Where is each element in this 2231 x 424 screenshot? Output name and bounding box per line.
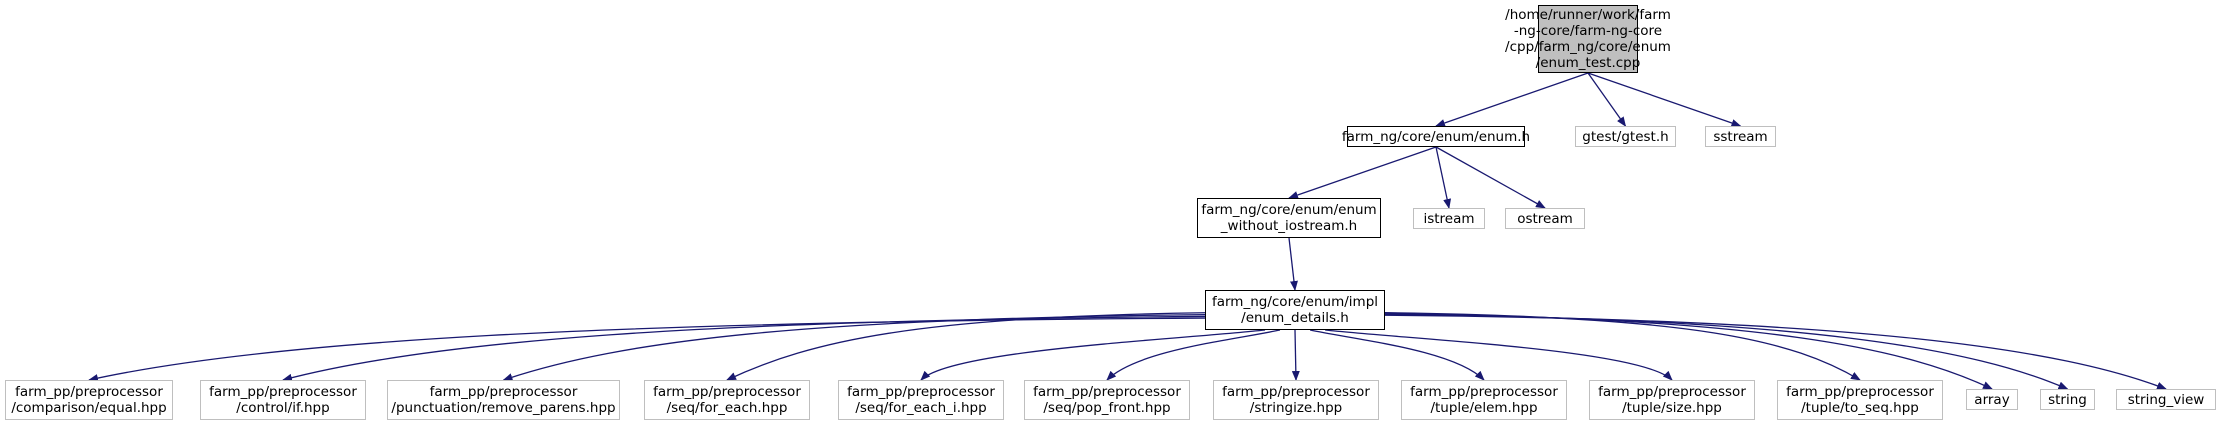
node-string: string (2040, 389, 2095, 410)
edge-details-to-elem (1309, 329, 1485, 381)
node-remove-parens: farm_pp/preprocessor /punctuation/remove… (387, 380, 620, 420)
node-label: gtest/gtest.h (1582, 128, 1669, 145)
edge-enum-h-to-enum-wo (1288, 146, 1437, 199)
node-details[interactable]: farm_ng/core/enum/impl /enum_details.h (1205, 290, 1385, 330)
node-pop-front: farm_pp/preprocessor /seq/pop_front.hpp (1024, 380, 1190, 420)
node-for-each: farm_pp/preprocessor /seq/for_each.hpp (644, 380, 810, 420)
node-label: sstream (1713, 128, 1768, 145)
edge-details-to-pop-front (1106, 329, 1281, 381)
node-size: farm_pp/preprocessor /tuple/size.hpp (1589, 380, 1755, 420)
edge-details-to-remove-parens (502, 313, 1206, 381)
node-string-view: string_view (2116, 389, 2216, 410)
node-label: farm_pp/preprocessor /control/if.hpp (209, 384, 357, 416)
edge-details-to-stringize (1291, 329, 1300, 381)
edge-details-to-array (1384, 313, 1993, 390)
node-stringize: farm_pp/preprocessor /stringize.hpp (1213, 380, 1379, 420)
node-label: /home/runner/work/farm -ng-core/farm-ng-… (1505, 7, 1671, 71)
node-label: farm_ng/core/enum/impl /enum_details.h (1211, 294, 1379, 326)
node-equal: farm_pp/preprocessor /comparison/equal.h… (5, 380, 173, 420)
node-root[interactable]: /home/runner/work/farm -ng-core/farm-ng-… (1505, 5, 1671, 73)
node-label: farm_ng/core/enum/enum _without_iostream… (1201, 202, 1377, 234)
edge-details-to-string-view (1384, 314, 2167, 390)
node-enum-wo[interactable]: farm_ng/core/enum/enum _without_iostream… (1197, 198, 1381, 238)
node-istream: istream (1413, 208, 1485, 229)
edge-root-to-enum-h (1435, 72, 1589, 127)
node-label: farm_pp/preprocessor /punctuation/remove… (391, 384, 616, 416)
edge-root-to-gtest (1587, 72, 1627, 127)
edge-root-to-sstream (1587, 72, 1742, 127)
node-for-each-i: farm_pp/preprocessor /seq/for_each_i.hpp (838, 380, 1004, 420)
node-label: string (2048, 391, 2087, 408)
node-label: farm_ng/core/enum/enum.h (1341, 128, 1531, 145)
node-label: ostream (1517, 210, 1573, 227)
node-label: farm_pp/preprocessor /seq/pop_front.hpp (1033, 384, 1181, 416)
node-if: farm_pp/preprocessor /control/if.hpp (200, 380, 366, 420)
node-label: farm_pp/preprocessor /tuple/elem.hpp (1410, 384, 1558, 416)
node-array: array (1966, 389, 2018, 410)
edge-details-to-equal (88, 317, 1206, 382)
node-label: farm_pp/preprocessor /stringize.hpp (1222, 384, 1370, 416)
node-label: array (1974, 391, 2010, 408)
node-label: farm_pp/preprocessor /seq/for_each.hpp (653, 384, 801, 416)
node-label: farm_pp/preprocessor /comparison/equal.h… (11, 384, 167, 416)
node-label: farm_pp/preprocessor /tuple/to_seq.hpp (1786, 384, 1934, 416)
node-gtest: gtest/gtest.h (1575, 126, 1676, 147)
node-label: farm_pp/preprocessor /tuple/size.hpp (1598, 384, 1746, 416)
node-elem: farm_pp/preprocessor /tuple/elem.hpp (1401, 380, 1567, 420)
node-label: istream (1423, 210, 1475, 227)
node-enum-h[interactable]: farm_ng/core/enum/enum.h (1342, 126, 1530, 147)
edge-enum-h-to-ostream (1435, 146, 1546, 209)
edge-enum-wo-to-details (1288, 237, 1298, 291)
edge-details-to-size (1325, 329, 1673, 381)
node-sstream: sstream (1705, 126, 1776, 147)
node-to-seq: farm_pp/preprocessor /tuple/to_seq.hpp (1777, 380, 1943, 420)
node-label: farm_pp/preprocessor /seq/for_each_i.hpp (847, 384, 995, 416)
node-ostream: ostream (1505, 208, 1585, 229)
edge-details-to-for-each-i (920, 329, 1266, 381)
edge-enum-h-to-istream (1435, 146, 1452, 209)
edge-details-to-for-each (726, 312, 1206, 381)
edge-details-to-to-seq (1384, 312, 1861, 381)
node-label: string_view (2127, 391, 2205, 408)
